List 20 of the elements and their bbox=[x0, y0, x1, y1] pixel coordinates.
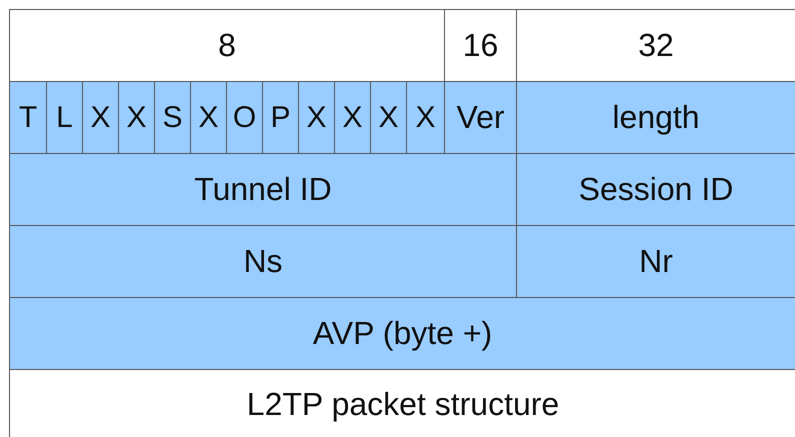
flag-bit: X bbox=[370, 81, 407, 154]
flag-bit: X bbox=[334, 81, 371, 154]
field-cell: length bbox=[516, 81, 795, 154]
flag-bit: O bbox=[226, 81, 263, 154]
field-cell: Session ID bbox=[516, 153, 795, 226]
flag-bit: X bbox=[82, 81, 119, 154]
field-cell: Nr bbox=[516, 225, 795, 298]
flag-bit: L bbox=[46, 81, 83, 154]
flag-bit: X bbox=[190, 81, 227, 154]
field-cell: AVP (byte +) bbox=[9, 297, 795, 370]
flag-bit: X bbox=[118, 81, 155, 154]
flag-bit: S bbox=[154, 81, 191, 154]
field-cell: Tunnel ID bbox=[9, 153, 517, 226]
field-cell: Ns bbox=[9, 225, 517, 298]
flag-bit: P bbox=[262, 81, 299, 154]
field-cell: Ver bbox=[444, 81, 517, 154]
flag-bit: X bbox=[406, 81, 445, 154]
flag-bit: X bbox=[298, 81, 335, 154]
flag-bit: T bbox=[9, 81, 47, 154]
column-header: 8 bbox=[9, 9, 445, 82]
